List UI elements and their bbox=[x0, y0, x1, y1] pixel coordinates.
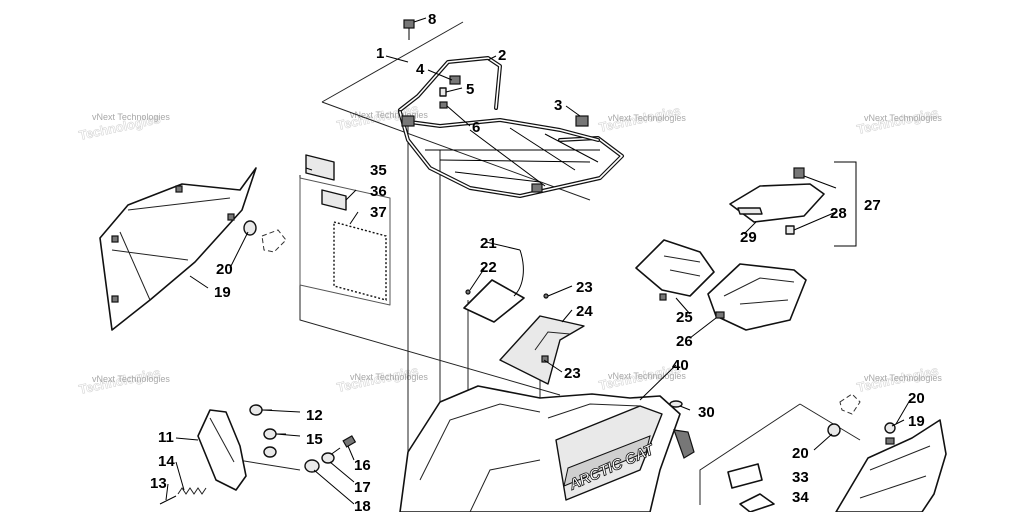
storage-box-26 bbox=[707, 263, 807, 331]
rack-cap-3 bbox=[575, 115, 589, 127]
callout-11: 11 bbox=[158, 429, 174, 446]
callout-20-right: 20 bbox=[792, 445, 809, 462]
callout-36: 36 bbox=[370, 183, 387, 200]
grommet-20 bbox=[243, 220, 257, 236]
callout-3: 3 bbox=[554, 97, 562, 114]
left-side-panel bbox=[99, 167, 287, 331]
plug-outline bbox=[261, 229, 287, 253]
callout-1: 1 bbox=[376, 45, 384, 62]
callout-23-top: 23 bbox=[576, 279, 593, 296]
callout-16: 16 bbox=[354, 457, 371, 474]
callout-6: 6 bbox=[472, 119, 480, 136]
tray-25 bbox=[635, 239, 715, 297]
callout-37: 37 bbox=[370, 204, 387, 221]
watermark-text: vNext Technologies bbox=[608, 113, 686, 123]
watermark-text: vNext Technologies bbox=[608, 371, 686, 381]
front-body: ARCTIC CAT bbox=[399, 385, 695, 513]
cover-29 bbox=[729, 183, 825, 223]
callout-19-right: 19 bbox=[908, 413, 925, 430]
watermark-text: vNext Technologies bbox=[864, 113, 942, 123]
callout-28: 28 bbox=[830, 205, 847, 222]
callout-27: 27 bbox=[864, 197, 881, 214]
callout-35: 35 bbox=[370, 162, 387, 179]
callout-23-bottom: 23 bbox=[564, 365, 581, 382]
callout-18: 18 bbox=[354, 498, 371, 512]
watermark-text: vNext Technologies bbox=[92, 112, 170, 122]
callout-8: 8 bbox=[428, 11, 436, 28]
left-front-assembly bbox=[159, 404, 357, 505]
watermark-text: vNext Technologies bbox=[92, 374, 170, 384]
right-side-panel bbox=[727, 393, 947, 513]
callout-5: 5 bbox=[466, 81, 474, 98]
rack-foot bbox=[531, 183, 543, 193]
callout-40: 40 bbox=[672, 357, 689, 374]
rack-foot bbox=[401, 115, 415, 127]
rack-washer-6 bbox=[439, 101, 448, 109]
spring-14 bbox=[177, 487, 207, 495]
leader-lines bbox=[165, 17, 911, 505]
fastener-15 bbox=[263, 428, 286, 440]
callout-21: 21 bbox=[480, 235, 497, 252]
pin-13 bbox=[159, 495, 177, 505]
washer-18 bbox=[304, 459, 320, 473]
callout-24: 24 bbox=[576, 303, 593, 320]
bracket-27 bbox=[834, 161, 857, 247]
storage-components bbox=[635, 167, 825, 331]
decal-35 bbox=[305, 154, 335, 181]
callout-33: 33 bbox=[792, 469, 809, 486]
callout-2: 2 bbox=[498, 47, 506, 64]
watermark-text: vNext Technologies bbox=[350, 372, 428, 382]
rack-spacer-5 bbox=[439, 87, 447, 97]
bolt-16 bbox=[325, 435, 357, 459]
hood-11 bbox=[197, 409, 247, 491]
grommet-20 bbox=[827, 423, 841, 437]
callouts: 1 2 3 4 5 6 8 11 12 13 14 15 16 17 18 19… bbox=[150, 11, 925, 515]
plug-30 bbox=[669, 400, 683, 408]
decal-37 bbox=[333, 221, 387, 301]
callout-15: 15 bbox=[306, 431, 323, 448]
decal-sheet bbox=[299, 154, 391, 306]
callout-34: 34 bbox=[792, 489, 809, 506]
callout-20-right-top: 20 bbox=[908, 390, 925, 407]
bracket-30 bbox=[673, 429, 695, 459]
bolt-8 bbox=[403, 19, 415, 40]
callout-17: 17 bbox=[354, 479, 371, 496]
decal-36 bbox=[321, 189, 347, 211]
watermark-text: vNext Technologies bbox=[864, 373, 942, 383]
rack-mount-4 bbox=[449, 75, 461, 85]
panel-22 bbox=[463, 279, 525, 323]
latch-28 bbox=[793, 167, 805, 179]
callout-29: 29 bbox=[740, 229, 757, 246]
callout-20-left: 20 bbox=[216, 261, 233, 278]
callout-22: 22 bbox=[480, 259, 497, 276]
decal-34 bbox=[739, 493, 775, 513]
callout-4: 4 bbox=[416, 61, 425, 78]
callout-19-left: 19 bbox=[214, 284, 231, 301]
center-panels bbox=[463, 279, 585, 385]
callout-12: 12 bbox=[306, 407, 323, 424]
callout-13: 13 bbox=[150, 475, 167, 492]
decal-33 bbox=[727, 463, 763, 489]
callout-14: 14 bbox=[158, 453, 175, 470]
grommet-19 bbox=[884, 422, 896, 434]
callout-30: 30 bbox=[698, 404, 715, 421]
callout-26: 26 bbox=[676, 333, 693, 350]
rear-rack bbox=[398, 19, 624, 198]
watermark-text: vNext Technologies bbox=[350, 110, 428, 120]
washer-17 bbox=[321, 452, 335, 464]
callout-25: 25 bbox=[676, 309, 693, 326]
